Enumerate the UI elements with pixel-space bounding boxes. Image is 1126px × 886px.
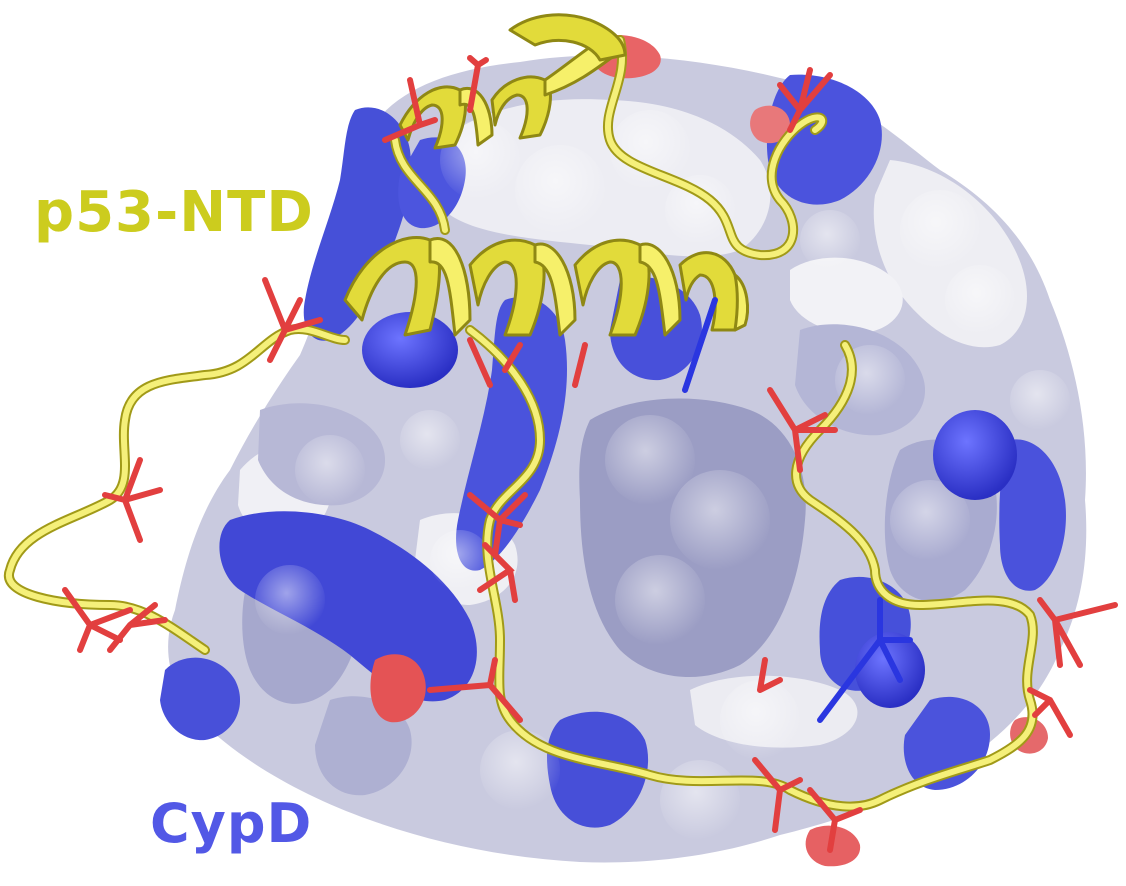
red-side-chains — [62, 55, 1118, 853]
protein-label: CypD — [150, 792, 313, 855]
surface-blue-bottom-left — [160, 657, 241, 741]
blue-sphere-right — [933, 410, 1017, 500]
surface-blue-center-column — [456, 296, 568, 571]
blue-side-chains — [682, 297, 913, 723]
surface-blue-left-column — [303, 107, 411, 341]
blue-sphere-lower — [855, 632, 925, 708]
surface-texture — [255, 110, 1070, 840]
surface-blue-lower-left — [219, 511, 477, 702]
surface-red-top-right — [750, 105, 790, 144]
peptide-label: p53-NTD — [34, 180, 314, 245]
surface-blue-right-edge — [999, 439, 1066, 591]
surface-blue-bottom-center — [547, 711, 649, 828]
peptide-helix-top — [398, 13, 627, 150]
blue-sphere-left — [362, 312, 458, 388]
surface-red-bottom-left — [370, 654, 426, 723]
peptide-helix-main — [343, 236, 749, 337]
surface-white-knob — [790, 257, 903, 334]
peptide-ribbon — [3, 35, 1038, 812]
